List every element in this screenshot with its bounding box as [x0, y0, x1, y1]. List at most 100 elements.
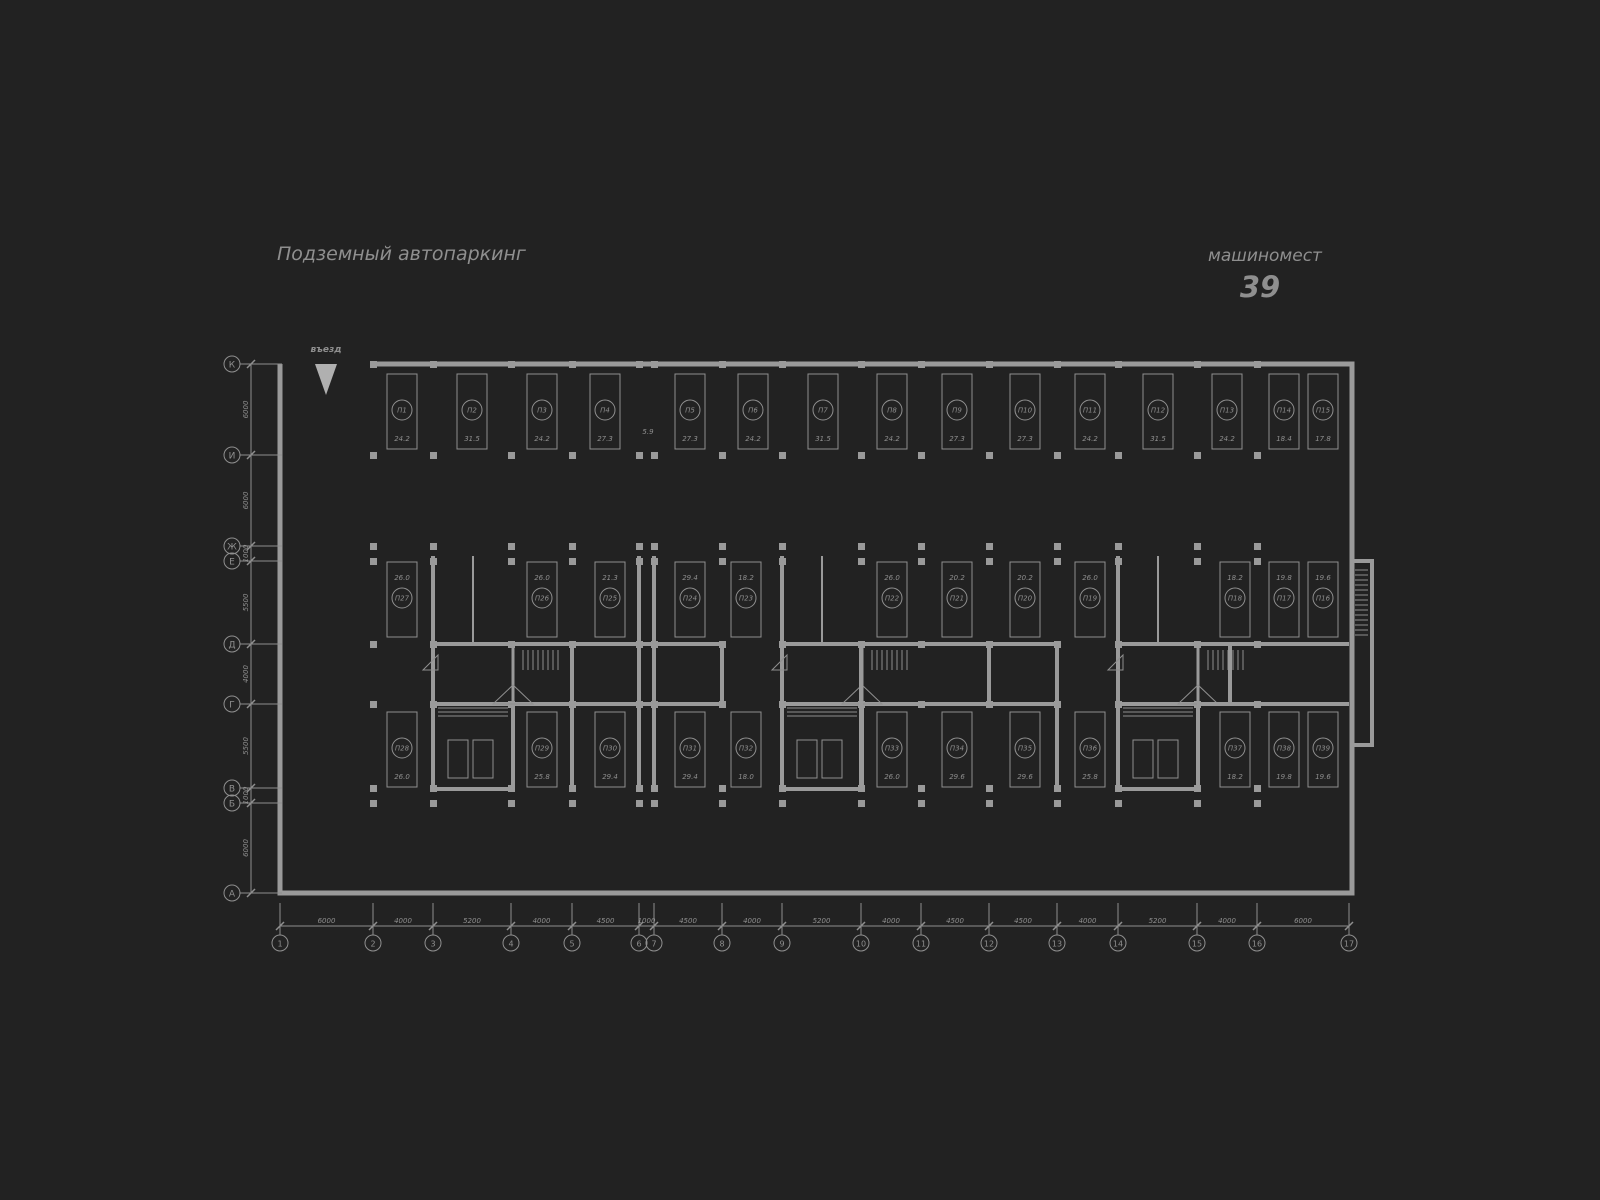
- pillar: [986, 785, 993, 792]
- building-core: [421, 556, 572, 791]
- spot-number: П11: [1083, 407, 1097, 415]
- spot-area: 24.2: [745, 435, 761, 443]
- spot-area: 24.2: [1219, 435, 1235, 443]
- parking-spot-outline: [1219, 561, 1251, 638]
- dimension-tick: [246, 639, 256, 649]
- spot-number-circle: [599, 737, 621, 759]
- pillar: [1194, 558, 1201, 565]
- pillar: [569, 452, 576, 459]
- pillar: [719, 558, 726, 565]
- spot-area: 29.4: [682, 574, 698, 582]
- parking-spot-outline: [730, 561, 762, 638]
- dimension-tick: [506, 921, 516, 931]
- parking-spot-outline: [1009, 373, 1041, 450]
- spot-number-circle: [735, 587, 757, 609]
- spot-number-circle: [1079, 737, 1101, 759]
- spot-area: 31.5: [464, 435, 480, 443]
- dimension-tick: [246, 541, 256, 551]
- dimension-tick: [368, 921, 378, 931]
- parking-spot-outline: [1009, 711, 1041, 788]
- spot-area: 31.5: [815, 435, 831, 443]
- parking-spot-outline: [876, 373, 908, 450]
- pillar: [918, 558, 925, 565]
- spot-area: 26.0: [394, 574, 410, 582]
- spot-number: П9: [952, 407, 962, 415]
- pillar: [918, 800, 925, 807]
- dimension-tick: [246, 450, 256, 460]
- spot-number: П10: [1018, 407, 1033, 415]
- dimension-tick: [1252, 921, 1262, 931]
- parking-spot-П13: П13 24.2: [1211, 373, 1243, 450]
- lift-right: [472, 739, 494, 779]
- spot-number: П17: [1277, 595, 1292, 603]
- dimension-tick: [777, 921, 787, 931]
- east-stair-wall: [1352, 559, 1374, 747]
- parking-spot-П26: П26 26.0: [526, 561, 558, 638]
- spot-number: П15: [1316, 407, 1331, 415]
- spot-area: 24.2: [534, 435, 550, 443]
- pillar: [430, 361, 437, 368]
- spot-number-circle: [1273, 737, 1295, 759]
- entrance-arrow-icon: [315, 364, 337, 395]
- spot-number: П13: [1220, 407, 1234, 415]
- column-axis-label: 6: [636, 940, 641, 949]
- dimension-tick: [246, 888, 256, 898]
- parking-spot-outline: [876, 711, 908, 788]
- spot-number: П32: [739, 745, 754, 753]
- spot-number: П25: [603, 595, 618, 603]
- pillar: [858, 543, 865, 550]
- parking-spot-outline: [730, 711, 762, 788]
- spot-number-circle: [599, 587, 621, 609]
- spot-number-circle: [1014, 399, 1036, 421]
- capacity-value: 39: [1239, 270, 1281, 304]
- spot-area: 19.6: [1315, 574, 1331, 582]
- lift-right: [1157, 739, 1179, 779]
- column-spacing-label: 4000: [533, 917, 551, 925]
- spot-number: П3: [537, 407, 547, 415]
- spot-number: П7: [818, 407, 828, 415]
- column-axis-label: 12: [984, 940, 994, 949]
- spot-area: 26.0: [1082, 574, 1098, 582]
- door-swing: [421, 653, 439, 671]
- door-swing: [1106, 653, 1124, 671]
- lift-left: [447, 739, 469, 779]
- spot-area: 26.0: [534, 574, 550, 582]
- parking-spot-outline: [876, 561, 908, 638]
- dimension-tick: [275, 921, 285, 931]
- column-spacing-label: 4500: [1014, 917, 1032, 925]
- row-spacing-label: 5500: [242, 593, 250, 611]
- spot-number: П39: [1316, 745, 1331, 753]
- spot-number: П12: [1151, 407, 1166, 415]
- pillar: [918, 543, 925, 550]
- pillar: [1254, 785, 1261, 792]
- column-axis-label: 5: [569, 940, 574, 949]
- spot-number-circle: [742, 399, 764, 421]
- pillar: [918, 785, 925, 792]
- column-spacing-label: 6000: [318, 917, 336, 925]
- spot-number: П26: [535, 595, 550, 603]
- parking-spot-outline: [1074, 711, 1106, 788]
- spot-number-circle: [679, 737, 701, 759]
- parking-spot-outline: [526, 561, 558, 638]
- spot-number-circle: [946, 587, 968, 609]
- spot-number: П21: [950, 595, 964, 603]
- lift-right: [821, 739, 843, 779]
- spot-number: П30: [603, 745, 618, 753]
- parking-spot-outline: [1307, 561, 1339, 638]
- spot-area: 26.0: [884, 773, 900, 781]
- parking-spot-outline: [526, 373, 558, 450]
- pillar: [1054, 800, 1061, 807]
- spot-area: 18.2: [1227, 773, 1243, 781]
- dimension-tick: [1113, 921, 1123, 931]
